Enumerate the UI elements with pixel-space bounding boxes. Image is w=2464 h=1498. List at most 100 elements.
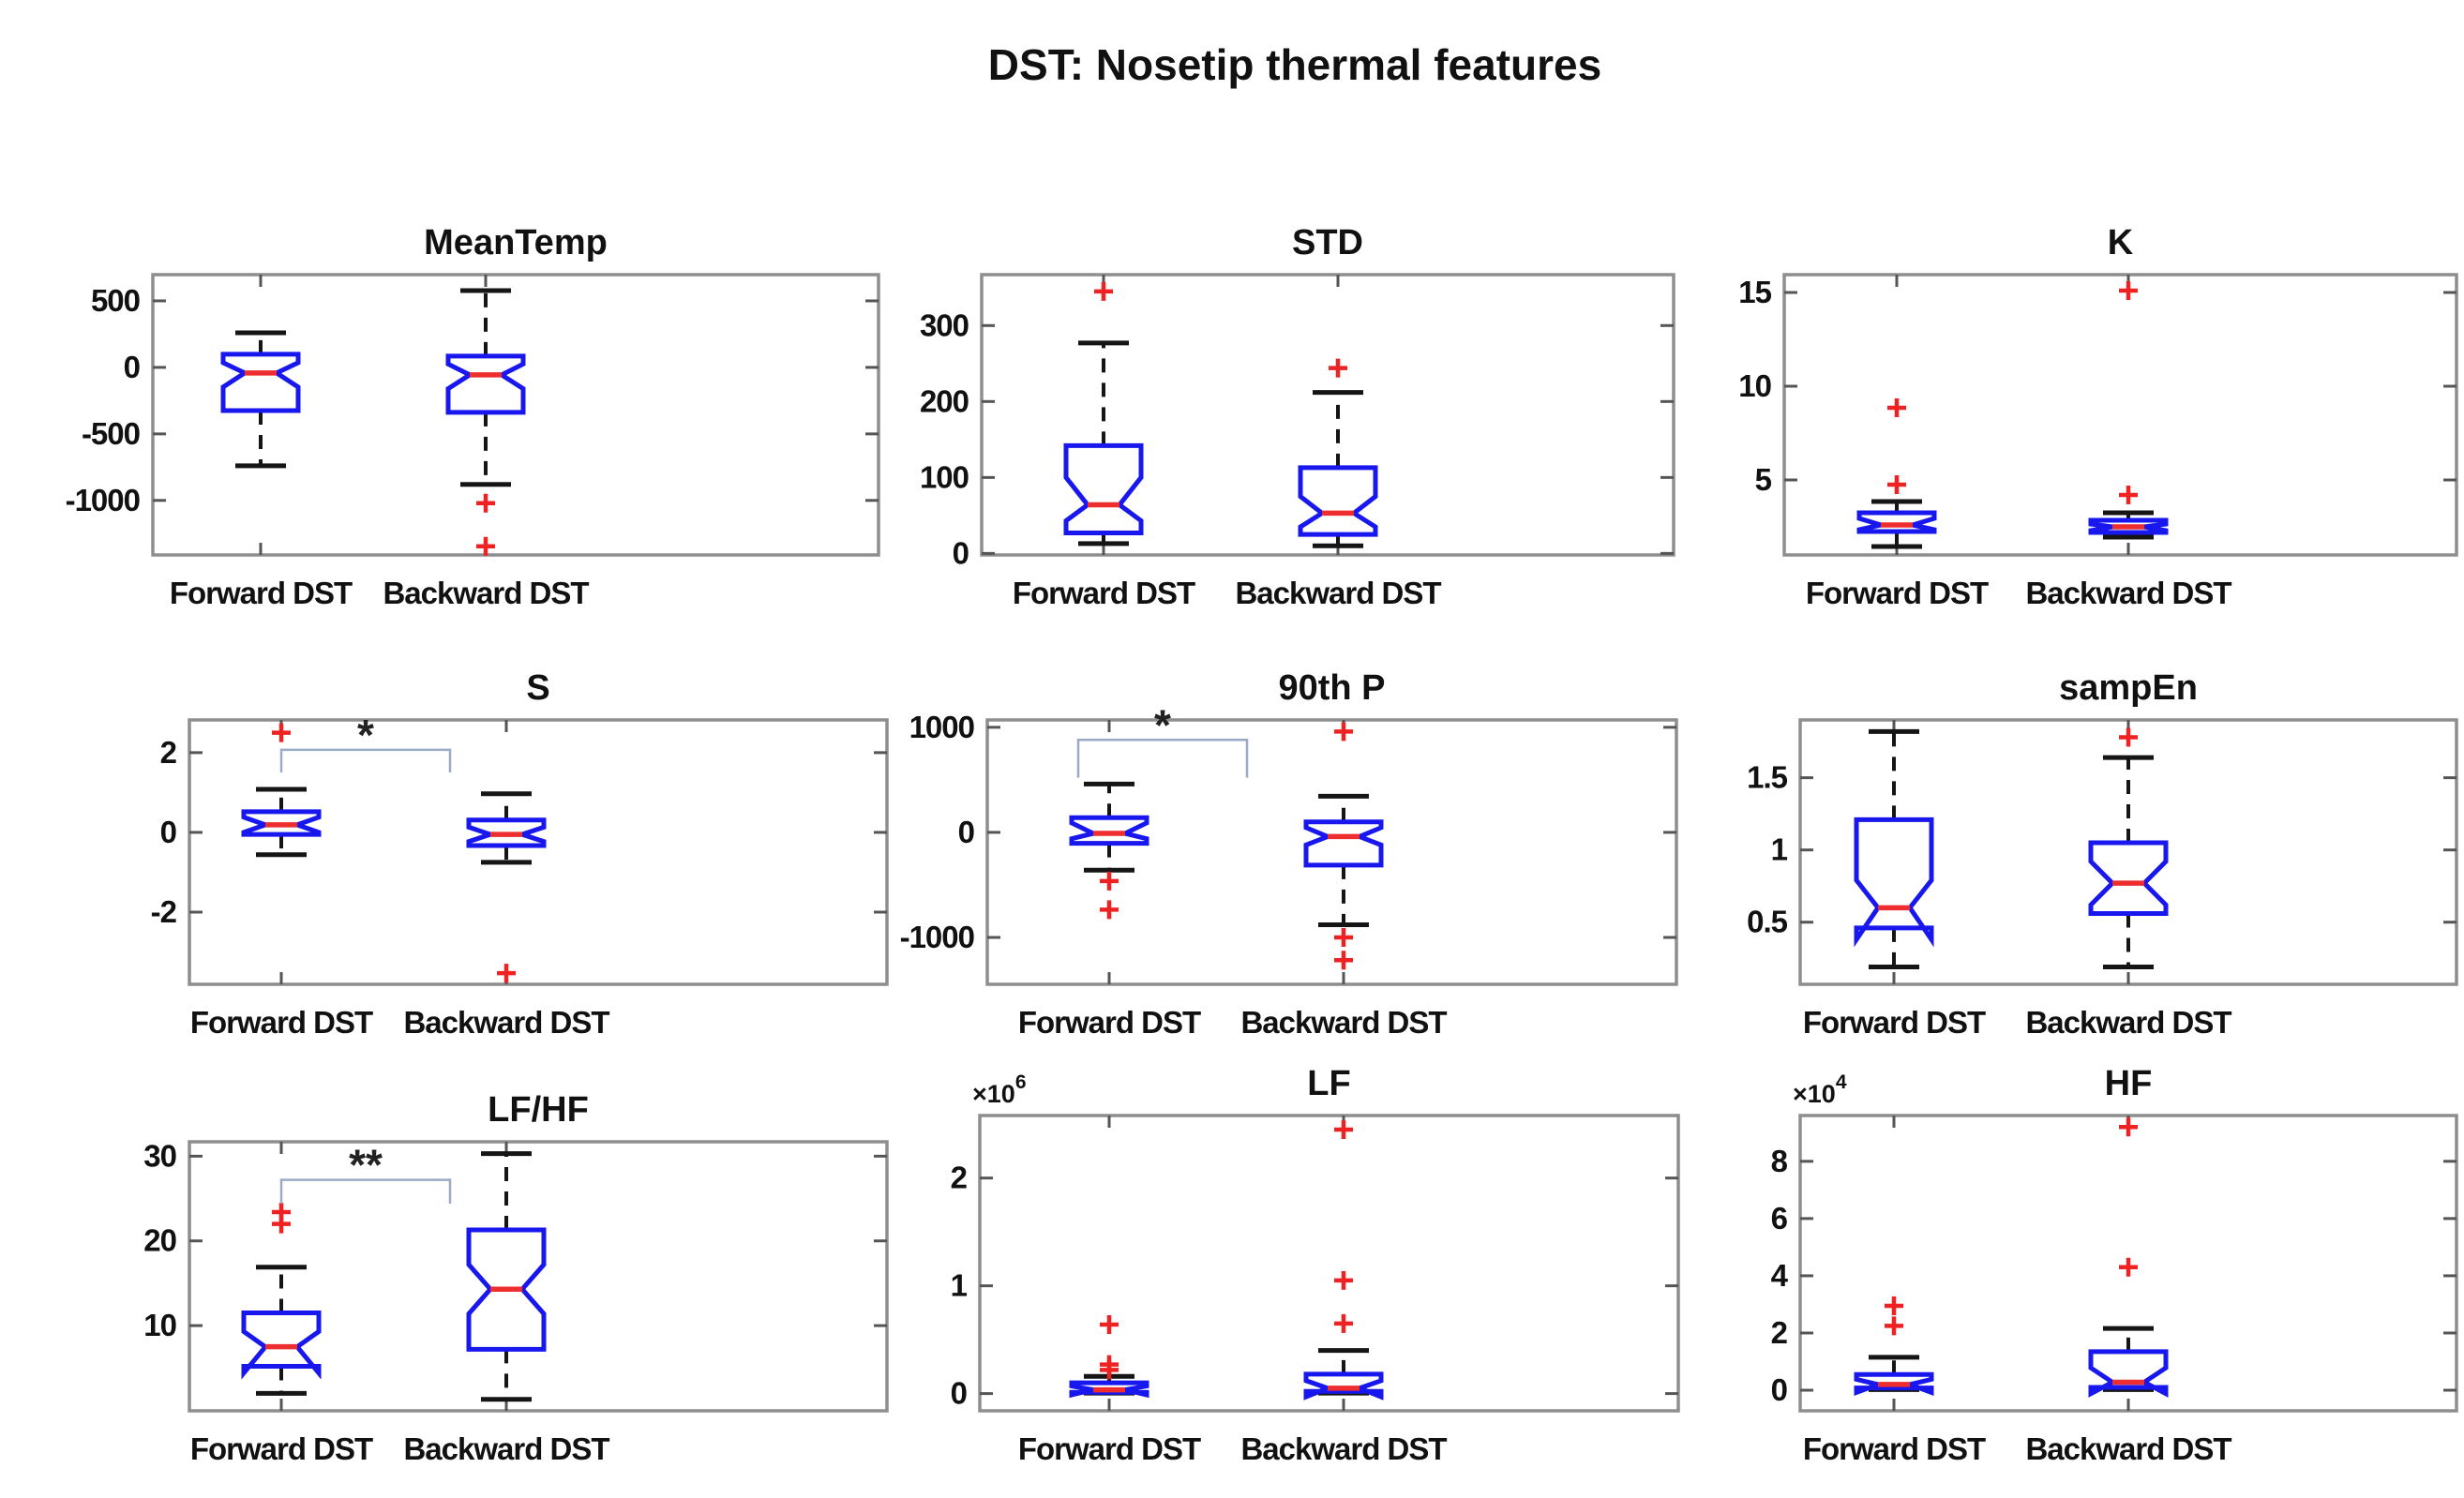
significance-bracket [279,1178,452,1204]
y-tick-label: 1.5 [1747,760,1788,795]
y-tick-label: 0.5 [1747,905,1788,939]
axes-frame [151,273,880,557]
axes-frame [188,1140,889,1413]
box-forward [241,1311,322,1380]
x-tick-label-backward: Backward DST [1235,576,1441,610]
y-tick-label: -2 [151,894,177,929]
box-backward [2088,1349,2169,1398]
y-tick-label: 5 [1755,462,1772,497]
box-backward [445,353,526,415]
outlier-marker-forward [1885,1316,1903,1336]
outlier-marker-forward [1100,1355,1119,1374]
y-tick-label: 300 [920,307,969,342]
y-tick-label: 0 [124,350,140,384]
outlier-marker-forward [1100,1315,1119,1335]
x-tick-label-backward: Backward DST [2025,1005,2231,1040]
axes-frame [1782,273,2458,557]
outlier-marker-backward [1334,722,1353,742]
outlier-marker-backward [1334,928,1353,948]
significance-bracket [279,748,452,773]
significance-label: * [1154,700,1171,749]
y-tick-label: 200 [920,383,969,418]
y-tick-label: -1000 [66,483,140,517]
box-backward [466,817,547,848]
y-tick-label: 15 [1738,275,1771,309]
outlier-marker-forward [1887,398,1906,417]
y-tick-label: 1 [951,1268,968,1303]
outlier-marker-backward [1334,1119,1353,1139]
subplot-title: STD [1292,223,1363,262]
outlier-marker-forward [1100,900,1119,920]
y-tick-label: 100 [920,459,969,494]
box-forward [1069,815,1149,846]
outlier-marker-forward [1094,281,1113,301]
y-tick-label: 10 [143,1308,176,1342]
outlier-marker-backward [2119,281,2138,300]
significance-bracket [1076,739,1249,778]
subplot-title: MeanTemp [424,223,608,262]
outlier-marker-forward [1100,871,1119,891]
box-forward [1856,510,1937,534]
x-tick-label-backward: Backward DST [403,1005,609,1040]
subplot-title: sampEn [2059,668,2198,708]
x-tick-label-forward: Forward DST [1803,1431,1986,1466]
x-tick-label-backward: Backward DST [2025,1431,2231,1466]
box-backward [2088,517,2169,535]
axis-exponent-label: ×106 [972,1071,1027,1108]
subplot-title: LF [1307,1064,1350,1103]
box-backward [2088,840,2169,916]
x-tick-label-forward: Forward DST [190,1431,373,1466]
x-tick-label-forward: Forward DST [1806,576,1989,610]
y-tick-label: 4 [1771,1258,1789,1293]
x-tick-label-forward: Forward DST [190,1005,373,1040]
axis-exponent-label: ×104 [1793,1071,1847,1108]
outlier-marker-backward [1334,1270,1353,1290]
outlier-marker-backward [2119,1117,2138,1137]
figure-title: DST: Nosetip thermal features [987,40,1602,89]
box-backward [1303,1371,1384,1401]
outlier-marker-backward [2119,486,2138,504]
y-tick-label: 2 [951,1161,968,1195]
outlier-marker-backward [1334,1313,1353,1333]
subplot-title: K [2108,223,2134,262]
box-forward [1069,1380,1149,1399]
x-tick-label-forward: Forward DST [1018,1431,1201,1466]
subplot-title: S [526,668,549,708]
y-tick-label: 0 [1771,1372,1787,1407]
outlier-marker-forward [272,1203,291,1221]
outlier-marker-backward [476,493,495,513]
box-forward [1854,1371,1934,1397]
outlier-marker-backward [2119,727,2138,747]
y-tick-label: 30 [143,1138,176,1173]
box-backward [1298,465,1378,537]
box-backward [466,1227,547,1352]
box-forward [220,352,301,413]
box-forward [1854,816,1934,948]
y-tick-label: 2 [160,735,177,770]
box-forward [241,809,322,837]
outlier-marker-backward [476,536,495,556]
y-tick-label: 0 [160,815,176,849]
x-tick-label-forward: Forward DST [1018,1005,1201,1040]
y-tick-label: 0 [958,815,974,849]
y-tick-label: 6 [1771,1201,1788,1236]
significance-label: ** [349,1141,383,1190]
subplot-title: LF/HF [488,1090,589,1130]
axes-frame [978,1114,1680,1413]
x-tick-label-backward: Backward DST [403,1431,609,1466]
x-tick-label-backward: Backward DST [2025,576,2231,610]
box-backward [1303,819,1384,868]
subplot-title: HF [2105,1064,2153,1103]
x-tick-label-backward: Backward DST [1240,1005,1447,1040]
outlier-marker-forward [272,723,291,742]
outlier-marker-forward [1885,1296,1903,1315]
